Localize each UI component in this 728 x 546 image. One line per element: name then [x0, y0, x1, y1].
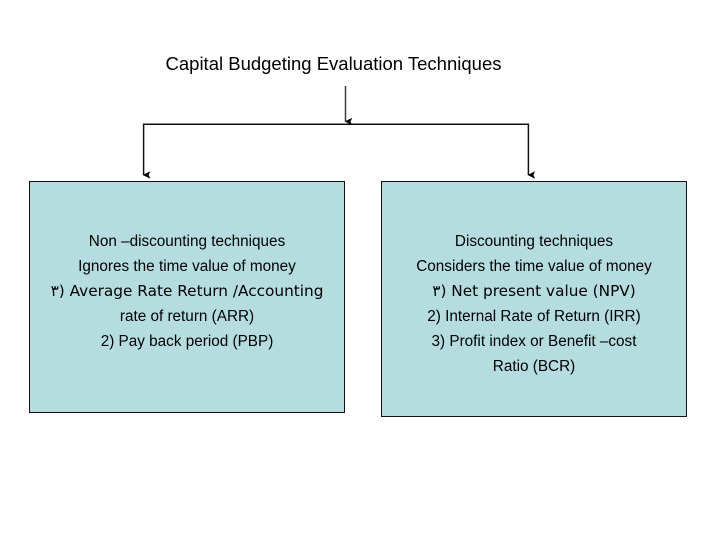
non-discounting-line-4: rate of return (ARR) — [119, 308, 255, 325]
non-discounting-techniques-box: Non –discounting techniques Ignores the … — [29, 181, 345, 413]
non-discounting-techniques-text: Non –discounting techniques Ignores the … — [30, 229, 344, 354]
non-discounting-line-1: Non –discounting techniques — [88, 233, 286, 250]
discounting-line-4: 2) Internal Rate of Return (IRR) — [427, 308, 641, 325]
non-discounting-line-5: 2) Pay back period (PBP) — [100, 333, 274, 350]
discounting-techniques-text: Discounting techniques Considers the tim… — [382, 229, 686, 379]
discounting-line-1: Discounting techniques — [454, 233, 614, 250]
discounting-techniques-box: Discounting techniques Considers the tim… — [381, 181, 687, 417]
discounting-line-2: Considers the time value of money — [416, 258, 652, 275]
non-discounting-line-2: Ignores the time value of money — [78, 258, 296, 275]
discounting-line-6: Ratio (BCR) — [492, 358, 576, 375]
discounting-line-5: 3) Profit index or Benefit –cost — [431, 333, 637, 350]
non-discounting-line-3: ٣) Average Rate Return /Accounting — [50, 282, 324, 300]
page-title: Capital Budgeting Evaluation Techniques — [165, 53, 502, 74]
discounting-line-3: ٣) Net present value (NPV) — [432, 282, 636, 300]
